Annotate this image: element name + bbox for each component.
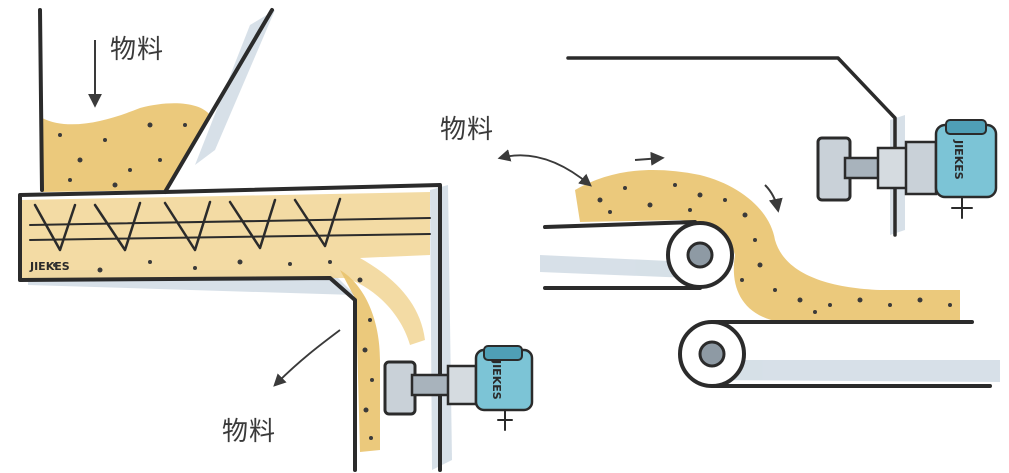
sensor-left-brand: JIEKES xyxy=(490,359,503,400)
label-material-top: 物料 xyxy=(110,35,164,65)
label-material-middle: 物料 xyxy=(440,115,494,145)
sensor-left-cable xyxy=(498,410,512,430)
sensor-right-body xyxy=(936,125,996,197)
sensor-right-cap xyxy=(946,120,986,134)
flow-arrow-out xyxy=(275,330,340,385)
flow-arrow-right xyxy=(635,158,662,160)
flow-arrow-bidirectional xyxy=(500,155,590,185)
hopper-screw-scene: JIEKES 物料 物料 JIEKES xyxy=(20,10,532,470)
lower-roller-hub xyxy=(700,342,724,366)
sensor-right-probe xyxy=(845,158,880,178)
sensor-left-probe xyxy=(412,375,452,395)
hopper-wall-right xyxy=(165,10,272,192)
upper-roller-hub xyxy=(688,243,712,267)
sensor-right-nut xyxy=(878,148,908,188)
sensor-left-nut xyxy=(448,366,476,404)
sensor-left-cap xyxy=(484,346,522,360)
hopper-wall-left xyxy=(40,10,42,190)
belt-conveyor-scene: 物料 JIEKES xyxy=(440,58,1000,386)
screw-housing-brand: JIEKES xyxy=(29,260,70,273)
sensor-right-collar xyxy=(906,142,936,194)
sensor-right-brand: JIEKES xyxy=(952,139,965,180)
falling-material xyxy=(340,270,380,452)
label-material-bottom: 物料 xyxy=(222,417,276,447)
flow-arrow-curve xyxy=(765,185,778,210)
hopper-material xyxy=(42,103,210,192)
sensor-left-mount xyxy=(385,362,415,414)
sensor-right-cable xyxy=(952,197,972,218)
sensor-right: JIEKES xyxy=(818,120,996,218)
sensor-left: JIEKES xyxy=(385,346,532,430)
